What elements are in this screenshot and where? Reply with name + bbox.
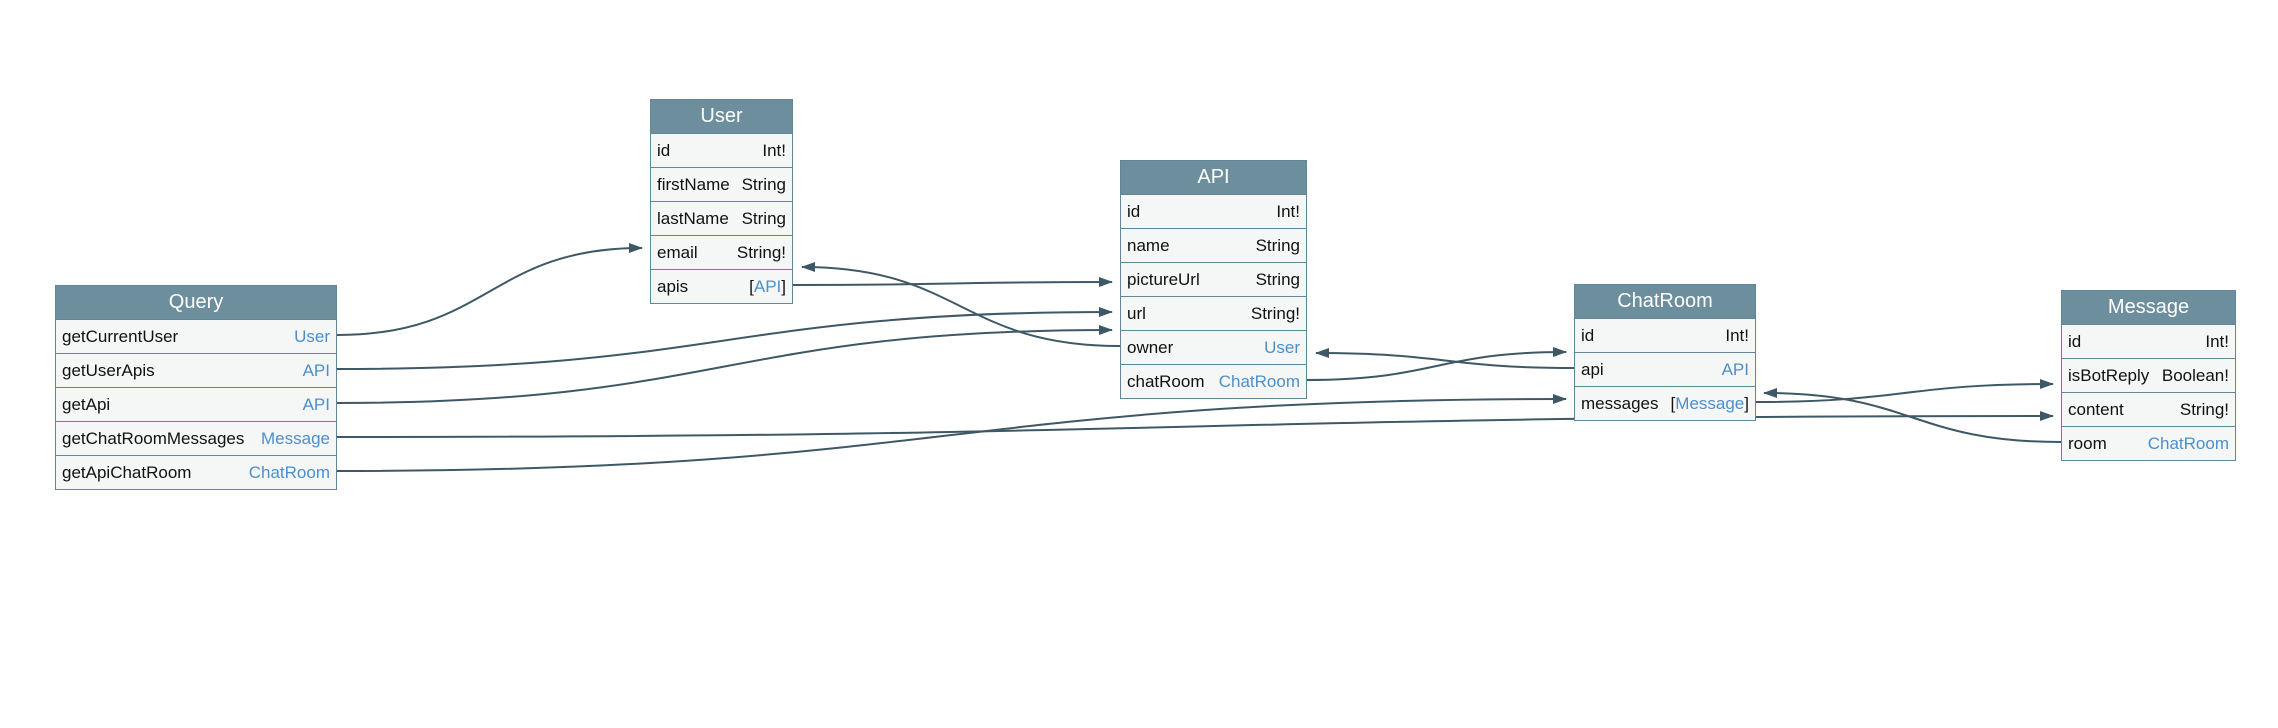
field-type: Boolean!: [2161, 365, 2229, 385]
query-field-getCurrentUser[interactable]: getCurrentUser User: [56, 319, 336, 353]
user-field-email[interactable]: email String!: [651, 235, 792, 269]
field-name: url: [1127, 303, 1146, 323]
query-field-getApiChatRoom[interactable]: getApiChatRoom ChatRoom: [56, 455, 336, 489]
field-name: id: [1581, 325, 1595, 345]
field-type: String: [741, 174, 786, 194]
query-field-getApi[interactable]: getApi API: [56, 387, 336, 421]
user-field-id[interactable]: id Int!: [651, 133, 792, 167]
edge-query-getApiChatRoom-to-chatroom: [336, 394, 1567, 472]
field-name: isBotReply: [2068, 365, 2150, 385]
message-field-id[interactable]: id Int!: [2062, 324, 2235, 358]
api-field-chatRoom[interactable]: chatRoom ChatRoom: [1121, 364, 1306, 398]
api-field-id[interactable]: id Int!: [1121, 194, 1306, 228]
edge-chatroom-messages-to-message: [1755, 379, 2054, 403]
field-type: Int!: [2205, 331, 2229, 351]
field-type[interactable]: API: [1721, 359, 1749, 379]
api-field-owner[interactable]: owner User: [1121, 330, 1306, 364]
field-type: Int!: [1725, 325, 1749, 345]
field-name: id: [2068, 331, 2082, 351]
field-name: id: [657, 140, 671, 160]
query-table-title: Query: [56, 286, 336, 319]
field-name: name: [1127, 235, 1170, 255]
user-field-apis[interactable]: apis [API]: [651, 269, 792, 303]
edge-query-getUserApis-to-api: [336, 307, 1113, 370]
message-field-isBotReply[interactable]: isBotReply Boolean!: [2062, 358, 2235, 392]
message-table[interactable]: Message id Int! isBotReply Boolean! content St…: [2061, 290, 2236, 461]
query-field-getChatRoomMessages[interactable]: getChatRoomMessages Message: [56, 421, 336, 455]
edge-message-room-to-chatroom: [1763, 388, 2062, 443]
chatroom-field-messages[interactable]: messages [Message]: [1575, 386, 1755, 420]
field-type[interactable]: [API]: [749, 276, 786, 296]
chatroom-field-id[interactable]: id Int!: [1575, 318, 1755, 352]
field-type[interactable]: User: [294, 326, 330, 346]
field-type[interactable]: [Message]: [1670, 393, 1749, 413]
field-name: getApiChatRoom: [62, 462, 192, 482]
user-field-firstName[interactable]: firstName String: [651, 167, 792, 201]
query-field-getUserApis[interactable]: getUserApis API: [56, 353, 336, 387]
user-table-title: User: [651, 100, 792, 133]
field-name: id: [1127, 201, 1141, 221]
field-name: pictureUrl: [1127, 269, 1200, 289]
chatroom-table-title: ChatRoom: [1575, 285, 1755, 318]
field-name: chatRoom: [1127, 371, 1205, 391]
edge-user-apis-to-api: [792, 277, 1113, 288]
edge-query-getCurrentUser-to-user: [336, 243, 643, 336]
field-type[interactable]: ChatRoom: [1218, 371, 1300, 391]
api-field-pictureUrl[interactable]: pictureUrl String: [1121, 262, 1306, 296]
edge-chatroom-api-to-api: [1315, 348, 1575, 369]
edge-api-owner-to-user: [801, 262, 1121, 347]
edge-query-getChatRoomMessages-to-message: [336, 411, 2054, 438]
field-type[interactable]: ChatRoom: [248, 462, 330, 482]
api-table-title: API: [1121, 161, 1306, 194]
field-name: lastName: [657, 208, 729, 228]
field-type[interactable]: ChatRoom: [2147, 433, 2229, 453]
field-type: String: [741, 208, 786, 228]
user-field-lastName[interactable]: lastName String: [651, 201, 792, 235]
field-type: String: [1255, 269, 1300, 289]
field-type: String: [1255, 235, 1300, 255]
field-type[interactable]: API: [302, 394, 330, 414]
field-name: messages: [1581, 393, 1659, 413]
edge-query-getApi-to-api: [336, 325, 1113, 404]
field-name: getChatRoomMessages: [62, 428, 245, 448]
field-name: getApi: [62, 394, 111, 414]
message-table-title: Message: [2062, 291, 2235, 324]
api-field-name[interactable]: name String: [1121, 228, 1306, 262]
edge-api-chatRoom-to-chatroom: [1306, 347, 1567, 381]
field-name: email: [657, 242, 698, 262]
field-name: firstName: [657, 174, 730, 194]
field-type: String!: [1250, 303, 1300, 323]
field-type[interactable]: Message: [261, 428, 330, 448]
message-field-content[interactable]: content String!: [2062, 392, 2235, 426]
field-name: getUserApis: [62, 360, 155, 380]
field-name: content: [2068, 399, 2124, 419]
field-name: room: [2068, 433, 2107, 453]
field-name: api: [1581, 359, 1604, 379]
field-type: String!: [736, 242, 786, 262]
chatroom-table[interactable]: ChatRoom id Int! api API messages [Message]: [1574, 284, 1756, 421]
field-name: owner: [1127, 337, 1174, 357]
message-field-room[interactable]: room ChatRoom: [2062, 426, 2235, 460]
chatroom-field-api[interactable]: api API: [1575, 352, 1755, 386]
field-type[interactable]: User: [1264, 337, 1300, 357]
api-field-url[interactable]: url String!: [1121, 296, 1306, 330]
field-name: getCurrentUser: [62, 326, 179, 346]
field-type: Int!: [1276, 201, 1300, 221]
field-type: Int!: [762, 140, 786, 160]
field-type[interactable]: API: [302, 360, 330, 380]
field-type: String!: [2179, 399, 2229, 419]
field-name: apis: [657, 276, 689, 296]
